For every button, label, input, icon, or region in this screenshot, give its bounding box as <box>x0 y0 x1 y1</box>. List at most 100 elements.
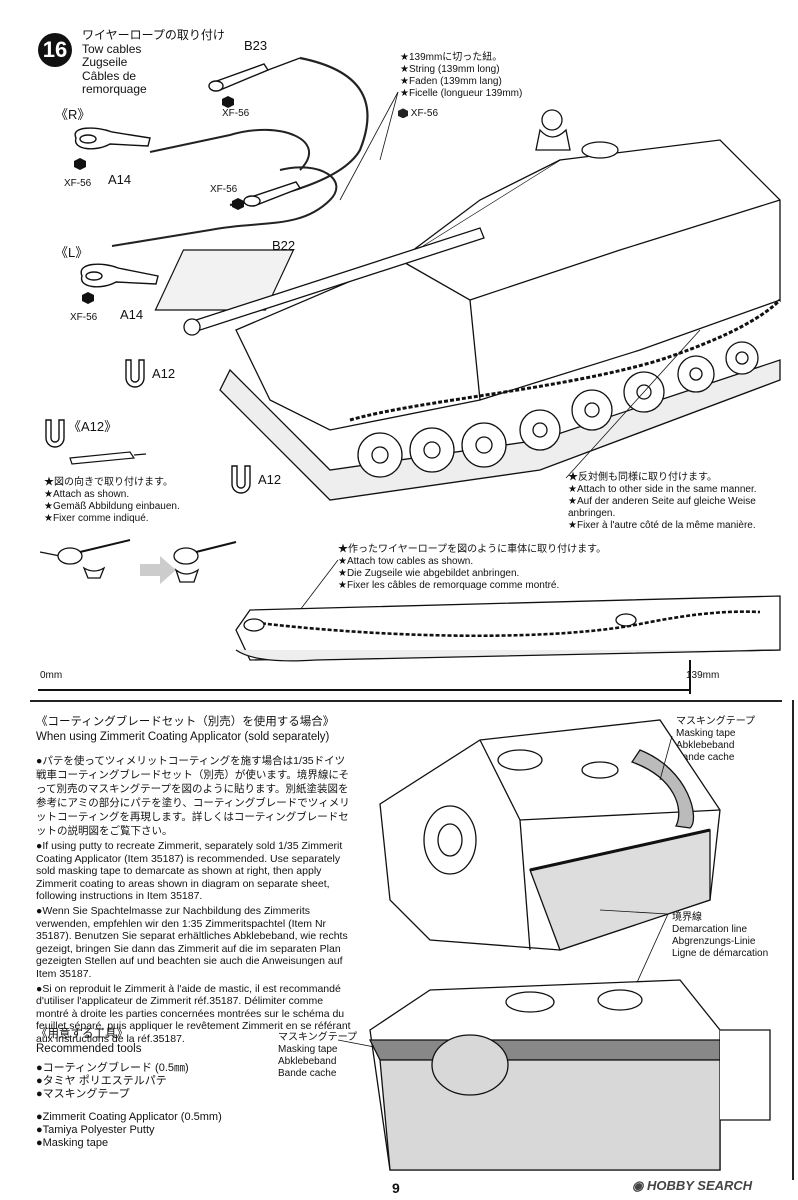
step-title-fr-2: remorquage <box>82 82 147 96</box>
part-label-right: 《R》 <box>55 107 91 122</box>
tool-item: ●タミヤ ポリエステルパテ <box>36 1075 167 1087</box>
part-label-a12-detail: 《A12》 <box>68 419 118 434</box>
road-wheels <box>219 341 781 501</box>
zimmerit-title-en: When using Zimmerit Coating Applicator (… <box>36 731 330 743</box>
callout-line: Abklebeband <box>676 740 735 751</box>
zimmerit-illustration <box>337 719 771 1171</box>
tools-title-jp: 《用意する工具》 <box>36 1028 128 1040</box>
note-line: ★String (139mm long) <box>400 64 500 75</box>
paint-code-b23: XF-56 <box>222 108 249 120</box>
note-string-length: ★139mmに切った紐。 ★String (139mm long) ★Faden… <box>400 52 522 100</box>
ruler-start-label: 0mm <box>40 670 63 681</box>
step-title-fr-1: Câbles de <box>82 68 137 83</box>
zimmerit-section: 《コーティングブレードセット（別売）を使用する場合》 When using Zi… <box>36 716 356 1046</box>
note-attach-as-shown: ★図の向きで取り付けます。 ★Attach as shown. ★Gemäß A… <box>44 477 180 525</box>
callout-line: Masking tape <box>676 728 736 739</box>
tool-item: ●コーティングブレード (0.5㎜) <box>36 1062 189 1074</box>
tank-illustration <box>154 109 781 431</box>
tool-item: ●Masking tape <box>36 1137 109 1149</box>
note-line: ★Faden (139mm lang) <box>400 76 502 87</box>
part-label-a14-right: A14 <box>108 172 132 187</box>
a12-shackles <box>45 359 251 494</box>
zimmerit-para-en: ●If using putty to recreate Zimmerit, se… <box>36 840 343 903</box>
leader-lines <box>299 91 701 611</box>
zimmerit-title-jp: 《コーティングブレードセット（別売）を使用する場合》 <box>36 716 335 728</box>
zimmerit-para-jp: ●パテを使ってツィメリットコーティングを施す場合は1/35ドイツ戦車コーティング… <box>36 755 350 837</box>
note-line: ★Ficelle (longueur 139mm) <box>400 88 523 99</box>
tow-cable-parts-illustration <box>38 56 782 694</box>
callout-line: マスキングテープ <box>278 1032 358 1043</box>
watermark-logo-icon: ◉ <box>632 1178 644 1193</box>
paint-code-b22: XF-56 <box>210 184 237 196</box>
superstructure-top-view <box>379 719 721 951</box>
callout-line: Demarcation line <box>672 924 748 935</box>
tool-item: ●Zimmerit Coating Applicator (0.5mm) <box>36 1111 222 1123</box>
a14-left <box>80 263 159 288</box>
zimmerit-para-de: ●Wenn Sie Spachtelmasse zur Nachbildung … <box>36 904 348 980</box>
part-label-a12-top: A12 <box>152 366 176 381</box>
b22-hook <box>243 181 302 207</box>
part-label-a12-mid: A12 <box>258 472 282 487</box>
installed-tow-cable <box>349 298 782 422</box>
note-line: ★Fixer les câbles de remorquage comme mo… <box>338 580 560 591</box>
part-label-b23: B23 <box>244 38 268 53</box>
note-line: ★図の向きで取り付けます。 <box>44 477 173 488</box>
paint-code-a14-right: XF-56 <box>64 178 91 190</box>
step-title-jp: ワイヤーロープの取り付け <box>82 28 225 42</box>
cable-left <box>111 166 338 247</box>
callout-line: Bande cache <box>278 1068 337 1079</box>
watermark: ◉ HOBBY SEARCH <box>632 1178 752 1194</box>
step-number-badge: 16 <box>38 33 72 67</box>
note-line: ★Fixer comme indiqué. <box>44 513 149 524</box>
paint-code-text: XF-56 <box>210 184 238 195</box>
cable-right <box>149 128 310 171</box>
callout-line: Bande cache <box>676 752 735 763</box>
step-title-de: Zugseile <box>82 55 128 69</box>
callout-masking-tape-top: マスキングテープ Masking tape Abklebeband Bande … <box>676 716 755 764</box>
side-view-tank <box>235 595 781 662</box>
callout-line: Abklebeband <box>278 1056 337 1067</box>
note-line: ★Attach tow cables as shown. <box>338 556 474 567</box>
note-line: ★139mmに切った紐。 <box>400 52 503 63</box>
paint-code-a14-left: XF-56 <box>70 312 97 324</box>
callout-line: Masking tape <box>278 1044 338 1055</box>
note-line: ★Die Zugseile wie abgebildet anbringen. <box>338 568 520 579</box>
paint-hex-icon <box>398 108 408 119</box>
b23-hook <box>208 57 301 92</box>
tools-section: 《用意する工具》 Recommended tools ●コーティングブレード (… <box>36 1028 222 1150</box>
attach-sequence <box>39 539 237 584</box>
paint-code-string: XF-56 <box>398 108 438 120</box>
zimmerit-para-fr: ●Si on reproduit le Zimmerit à l'aide de… <box>36 982 351 1045</box>
superstructure-rear-view <box>368 979 771 1171</box>
callout-line: Abgrenzungs-Linie <box>672 936 756 947</box>
note-line: ★Attach to other side in the same manner… <box>568 484 757 495</box>
paint-code-text: XF-56 <box>222 108 250 119</box>
part-label-left: 《L》 <box>55 245 89 260</box>
step-title: ワイヤーロープの取り付け Tow cables Zugseile Câbles … <box>82 28 225 97</box>
callout-line: 境界線 <box>672 912 702 923</box>
paint-code-text: XF-56 <box>70 312 98 323</box>
note-tow-cable: ★作ったワイヤーロープを図のように車体に取り付けます。 ★Attach tow … <box>338 544 606 592</box>
tools-list: ●コーティングブレード (0.5㎜) ●タミヤ ポリエステルパテ ●マスキングテ… <box>36 1062 222 1150</box>
section-divider-top <box>30 700 782 702</box>
paint-markers <box>74 96 244 304</box>
tool-item: ●マスキングテープ <box>36 1088 130 1100</box>
page-number: 9 <box>392 1180 400 1196</box>
tool-item: ●Tamiya Polyester Putty <box>36 1124 155 1136</box>
note-other-side: ★反対側も同様に取り付けます。 ★Attach to other side in… <box>568 472 757 532</box>
ruler-end-label: 139mm <box>686 670 720 681</box>
note-line: ★反対側も同様に取り付けます。 <box>568 472 717 483</box>
callout-demarcation-line: 境界線 Demarcation line Abgrenzungs-Linie L… <box>672 912 768 960</box>
paint-code-text: XF-56 <box>410 108 439 119</box>
paint-code-text: XF-56 <box>64 178 92 189</box>
note-line: ★Gemäß Abbildung einbauen. <box>44 501 180 512</box>
a14-right <box>74 127 151 150</box>
section-divider-right-bar <box>792 700 794 1180</box>
note-line: anbringen. <box>568 508 616 519</box>
note-line: ★Fixer à l'autre côté de la même manière… <box>568 520 756 531</box>
note-line: ★Auf der anderen Seite auf gleiche Weise <box>568 496 756 507</box>
note-line: ★作ったワイヤーロープを図のように車体に取り付けます。 <box>338 544 607 555</box>
callout-masking-tape-bottom: マスキングテープ Masking tape Abklebeband Bande … <box>278 1032 357 1080</box>
part-label-b22: B22 <box>272 238 296 253</box>
part-label-a14-left: A14 <box>120 307 144 322</box>
